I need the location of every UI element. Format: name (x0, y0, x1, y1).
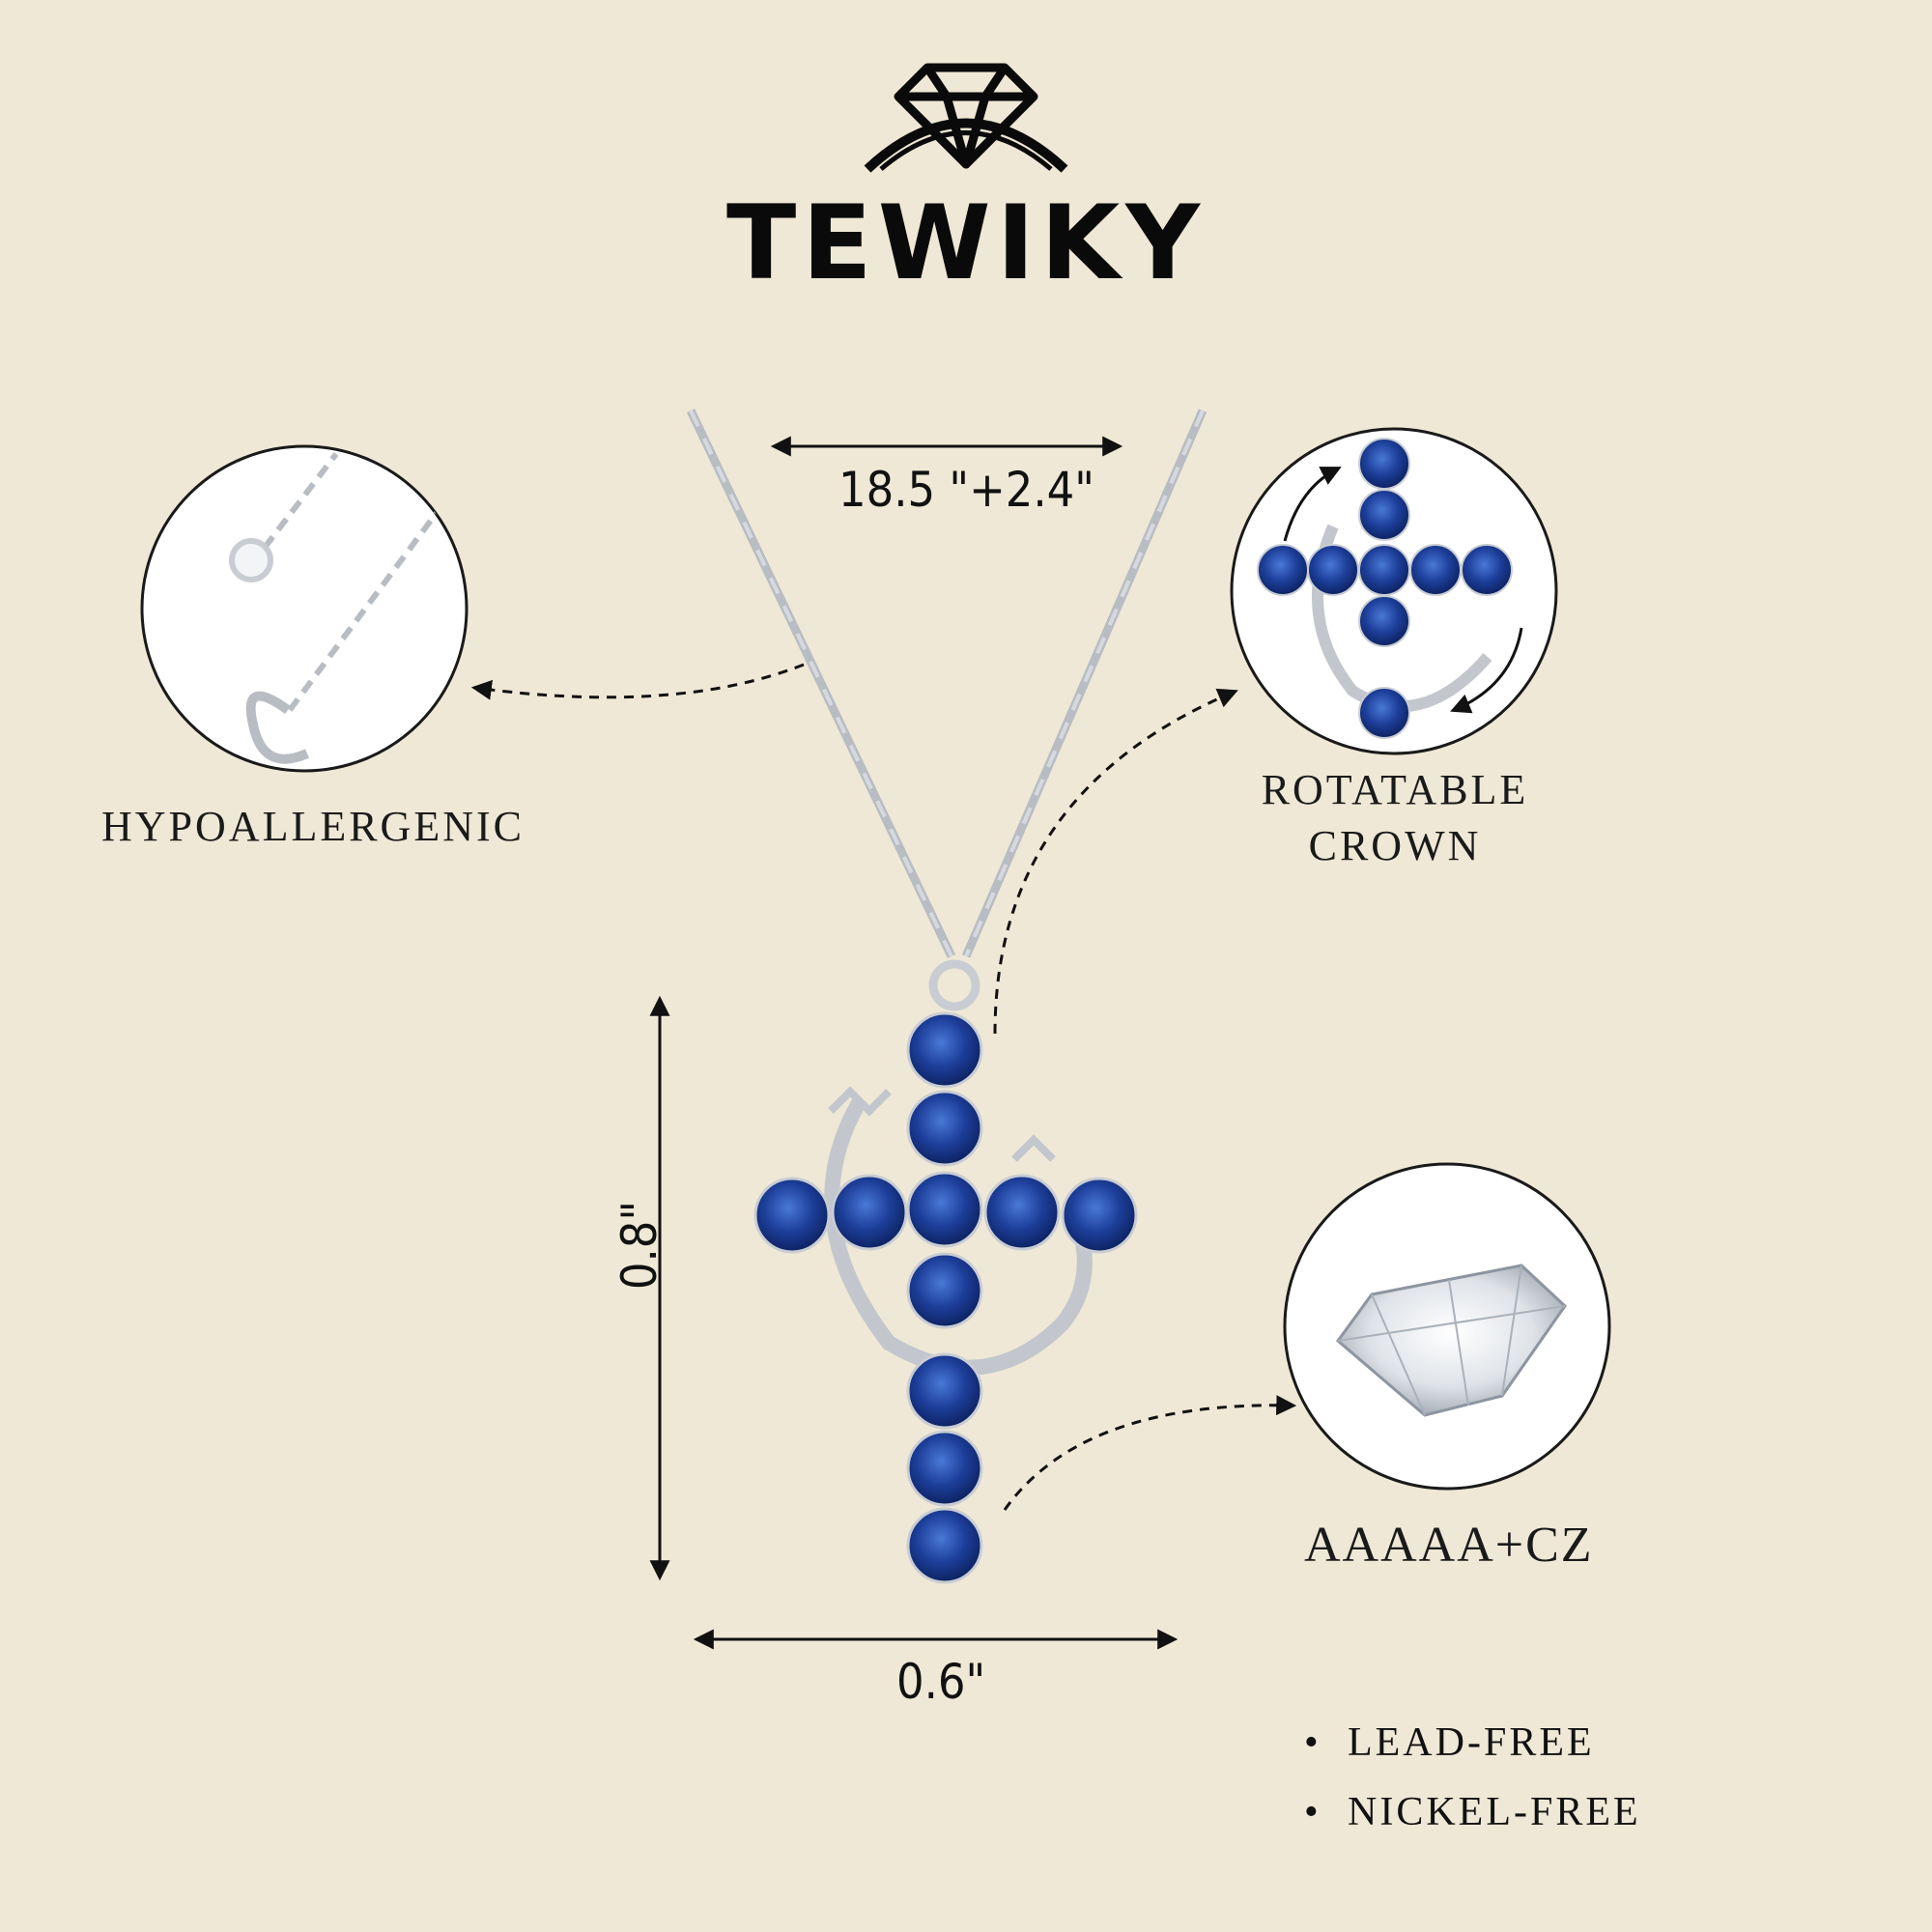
callout-cz (1003, 1395, 1297, 1511)
feature-cz-grade: AAAAA+CZ (1304, 1518, 1594, 1573)
feature-rotatable-line2: CROWN (1308, 822, 1482, 869)
rotate-arrow-bottom-icon (1450, 627, 1523, 714)
feature-hypoallergenic: HYPOALLERGENIC (101, 803, 525, 850)
clasp-detail-circle (140, 444, 469, 773)
bail-ring (928, 959, 980, 1011)
cross-pendant (753, 1011, 1138, 1584)
crown-detail-circle (1230, 427, 1558, 755)
cz-detail-circle (1283, 1162, 1611, 1491)
feature-rotatable-line1: ROTATABLE (1261, 766, 1529, 813)
badge-nickel-free: NICKEL-FREE (1304, 1789, 1641, 1835)
badge-list: LEAD-FREE NICKEL-FREE (1304, 1719, 1641, 1859)
chain-length-label: 18.5 "+2.4" (838, 462, 1094, 518)
pendant-height-label: 0.8" (611, 1200, 668, 1291)
rotate-arrow-top-icon (1283, 467, 1342, 542)
callout-hypoallergenic (470, 663, 805, 700)
chain-links (689, 410, 1205, 957)
callout-rotatable (993, 688, 1238, 1035)
diamond-ring-icon (864, 63, 1068, 173)
brand-name: TEWIKY (726, 184, 1206, 302)
pendant-width-label: 0.6" (896, 1654, 986, 1710)
badge-lead-free: LEAD-FREE (1304, 1719, 1641, 1766)
